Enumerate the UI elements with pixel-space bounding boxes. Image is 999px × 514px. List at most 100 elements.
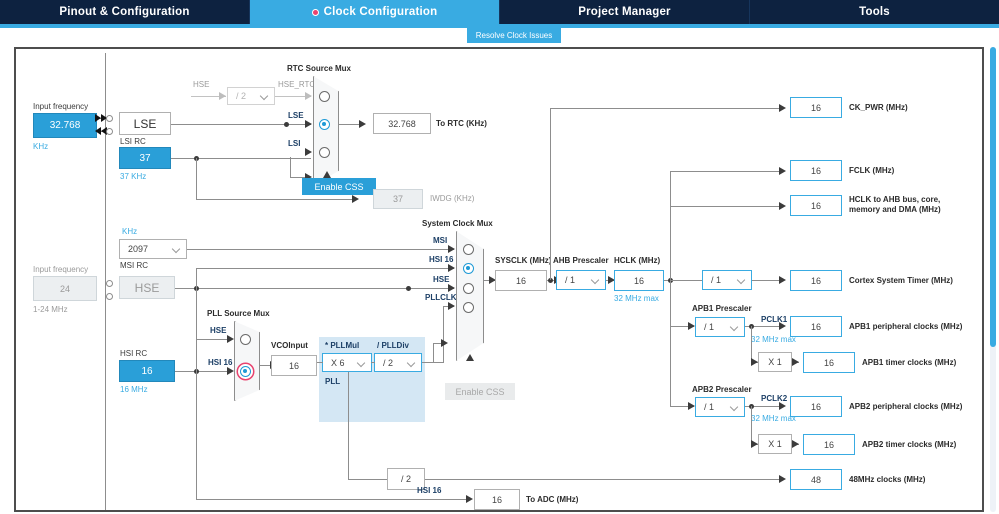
pll-mul-select[interactable]: X 6 <box>322 353 372 372</box>
pll-div-value: / 2 <box>383 357 394 368</box>
apb1-prescaler-value: / 1 <box>704 322 715 332</box>
pll-mul-value: X 6 <box>331 357 345 368</box>
lsi-unit-label: 37 KHz <box>120 172 147 181</box>
lsi-css-run <box>290 177 310 178</box>
output-label-clocks-48mhz: 48MHz clocks (MHz) <box>849 475 926 484</box>
output-box-apb1-peripheral: 16 <box>790 316 842 337</box>
msi-range-select[interactable]: 2097 <box>119 239 187 259</box>
output-label-apb2-peripheral: APB2 peripheral clocks (MHz) <box>849 402 963 411</box>
hclk-ahb-arrow-icon <box>779 202 786 210</box>
ahb-prescaler-select[interactable]: / 1 <box>556 270 606 290</box>
ckpwr-riser <box>550 108 551 280</box>
apb1-prescaler-select[interactable]: / 1 <box>695 317 745 337</box>
hse-oscillator-box[interactable]: HSE <box>119 276 175 299</box>
pll-mux-radio-hse[interactable] <box>240 334 251 345</box>
sys-enable-css-arrow-icon <box>441 339 448 347</box>
sysclk-in-arrow-icon <box>489 276 496 284</box>
clock-tree-canvas[interactable]: Input frequency 32.768 KHz LSE LSI RC 37… <box>14 47 984 512</box>
sys-mux-radio-hse[interactable] <box>463 283 474 294</box>
tab-label: Pinout & Configuration <box>59 6 190 18</box>
lsi-value-box: 37 <box>119 147 171 169</box>
rtc-mux-radio-lsi[interactable] <box>319 147 330 158</box>
pllmul-to-plldiv-line <box>371 362 375 363</box>
tab-label: Clock Configuration <box>323 6 438 18</box>
tab-pinout-configuration[interactable]: Pinout & Configuration <box>0 0 250 24</box>
hse-pin-osc-out <box>106 293 113 300</box>
lse-input-frequency-field[interactable]: 32.768 <box>33 113 97 138</box>
hclk-box: 16 <box>614 270 664 291</box>
chevron-down-icon <box>408 359 415 366</box>
sys-mux-pllclk-input-label: PLLCLK <box>425 293 457 302</box>
sys-mux-radio-pllclk[interactable] <box>463 302 474 313</box>
tab-project-manager[interactable]: Project Manager <box>500 0 750 24</box>
hse-rtc-divider-value: / 2 <box>236 91 247 101</box>
chevron-down-icon <box>358 359 365 366</box>
apb2-timer-arrow-icon <box>792 440 799 448</box>
main-tab-bar: Pinout & Configuration Clock Configurati… <box>0 0 999 24</box>
pll-mux-radio-hsi16[interactable] <box>240 366 251 377</box>
hsi-adc-drop <box>196 371 197 499</box>
pllclk-css-run <box>433 343 446 344</box>
apb2-timer-mul-arrow-icon <box>751 440 758 448</box>
pll-div-select[interactable]: / 2 <box>374 353 422 372</box>
pll-group-label: PLL <box>325 377 341 386</box>
chevron-down-icon <box>731 403 738 410</box>
apb1-timer-mul-arrow-icon <box>751 358 758 366</box>
rtc-enable-css-label: Enable CSS <box>314 181 364 192</box>
lse-oscillator-box[interactable]: LSE <box>119 112 171 135</box>
lse-arrow-in-1 <box>95 127 101 135</box>
vco-to-pllmul-line <box>317 362 323 363</box>
msi-unit-label: KHz <box>122 227 138 236</box>
sys-mux-msi-arrow-icon <box>448 245 455 253</box>
output-box-ck-pwr: 16 <box>790 97 842 118</box>
pll-mux-out-line <box>260 365 274 366</box>
system-enable-css-button[interactable]: Enable CSS <box>445 383 515 400</box>
msi-bus-line <box>187 249 454 250</box>
rtc-css-up-arrow-icon <box>323 171 331 178</box>
rtc-enable-css-button[interactable]: Enable CSS <box>302 178 376 195</box>
rtc-out-line <box>339 124 364 125</box>
clocks-48mhz-arrow-icon <box>779 475 786 483</box>
tab-tools[interactable]: Tools <box>750 0 999 24</box>
vertical-scrollbar-thumb[interactable] <box>990 47 996 347</box>
chassis-rail-left <box>105 53 106 510</box>
apb2-prescaler-select[interactable]: / 1 <box>695 397 745 417</box>
apb1-in-arrow-icon <box>688 322 695 330</box>
cortex-system-timer-prescaler-select[interactable]: / 1 <box>702 270 752 290</box>
output-label-apb2-timer: APB2 timer clocks (MHz) <box>862 440 957 449</box>
sys-mux-hsi-input-label: HSI 16 <box>429 255 454 264</box>
pclk2-run <box>745 406 784 407</box>
chevron-down-icon <box>261 92 268 99</box>
lsi-css-drop <box>290 157 291 178</box>
output-box-apb2-timer: 16 <box>803 434 855 455</box>
adc-source-label: HSI 16 <box>417 486 442 495</box>
rtc-mux-lsi-input-label: LSI <box>288 139 301 148</box>
output-box-apb1-timer: 16 <box>803 352 855 373</box>
output-box-cortex-system-timer: 16 <box>790 270 842 291</box>
hse-rtc-output-line <box>275 96 311 97</box>
lse-pin-osc32-in <box>106 115 113 122</box>
pll-mul-caption: * PLLMul <box>325 341 360 350</box>
chevron-down-icon <box>592 276 599 283</box>
tab-clock-configuration[interactable]: Clock Configuration <box>250 0 500 24</box>
pll-48mhz-run <box>348 479 388 480</box>
hsi-sysmux-riser <box>196 268 197 371</box>
sys-mux-radio-msi[interactable] <box>463 244 474 255</box>
pll-source-mux[interactable] <box>234 321 260 401</box>
resolve-clock-issues-button[interactable]: Resolve Clock Issues <box>467 28 561 43</box>
pll-mux-hse-arrow-icon <box>227 335 234 343</box>
apb2-timer-multiplier-box: X 1 <box>758 434 792 454</box>
hsi-value-box: 16 <box>119 360 175 382</box>
hse-input-frequency-field[interactable]: 24 <box>33 276 97 301</box>
pclk1-run <box>745 326 784 327</box>
apb2-in-run <box>670 406 694 407</box>
pll-source-mux-title: PLL Source Mux <box>207 309 270 318</box>
hclk-ahb-run <box>670 206 784 207</box>
output-label-ck-pwr: CK_PWR (MHz) <box>849 103 908 112</box>
sys-mux-radio-hsi16[interactable] <box>463 263 474 274</box>
rtc-mux-radio-hse[interactable] <box>319 91 330 102</box>
hse-rtc-divider-select[interactable]: / 2 <box>227 87 275 105</box>
hsi-unit-label: 16 MHz <box>120 385 148 394</box>
output-box-fclk: 16 <box>790 160 842 181</box>
rtc-mux-radio-lse[interactable] <box>319 119 330 130</box>
